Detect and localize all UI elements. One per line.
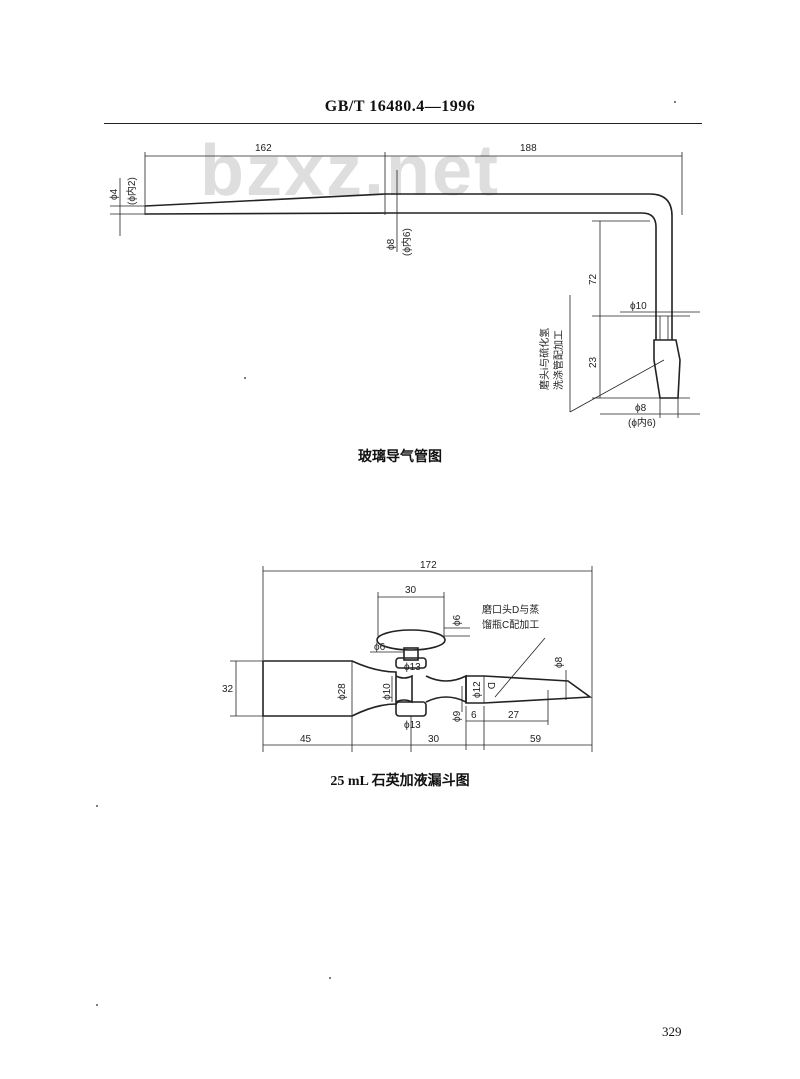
dim-top-d: ϕ13 [404,662,421,673]
dim-pipe-od: ϕ10 [630,301,647,312]
dim-body-d: ϕ28 [337,683,348,700]
dim-188: 188 [520,143,537,154]
dim-stem-d: ϕ6 [374,642,386,653]
dim-neck-d: ϕ10 [382,683,393,700]
dim-outlet-d: ϕ9 [452,710,463,722]
dim-handle-thick: ϕ6 [452,614,463,626]
dim-27: 27 [508,710,520,721]
dim-mid-od: ϕ8 [386,238,397,250]
dim-59: 59 [530,734,542,745]
figure2-note-2: 馏瓶C配加工 [482,618,539,631]
watermark: bzxz.net [200,131,501,211]
figure2-note-1: 磨口头D与蒸 [482,604,539,616]
dim-handle-30: 30 [405,585,417,596]
dim-joint-d: ϕ12 [472,681,483,698]
dim-bottom-d: ϕ13 [404,720,421,731]
dim-45: 45 [300,734,312,745]
figure2-caption: 25 mL 石英加液漏斗图 [330,774,470,789]
standard-header: GB/T 16480.4—1996 [324,98,476,115]
dim-6: 6 [471,710,477,721]
dim-72: 72 [588,273,599,285]
dim-30-mid: 30 [428,734,440,745]
dim-tip-od: ϕ4 [109,188,120,200]
dim-tip-id: (ϕ内2) [125,177,138,205]
dim-162: 162 [255,143,272,154]
figure1-note-2: 洗涤管配加工 [552,330,565,390]
figure1-caption: 玻璃导气管图 [358,450,442,465]
header-rule [104,123,702,124]
dim-172: 172 [420,560,437,571]
dim-23: 23 [588,356,599,368]
label-d: D [485,682,496,689]
dim-tip-d: ϕ8 [554,656,565,668]
dim-mid-id: (ϕ内6) [400,228,413,256]
dim-bottom-id: (ϕ内6) [628,416,656,429]
dim-height-32: 32 [222,684,234,695]
page-number: 329 [662,1024,682,1039]
figure1-note-1: 磨头i与硫化氢 [538,328,551,390]
dim-bottom-od: ϕ8 [635,403,647,414]
